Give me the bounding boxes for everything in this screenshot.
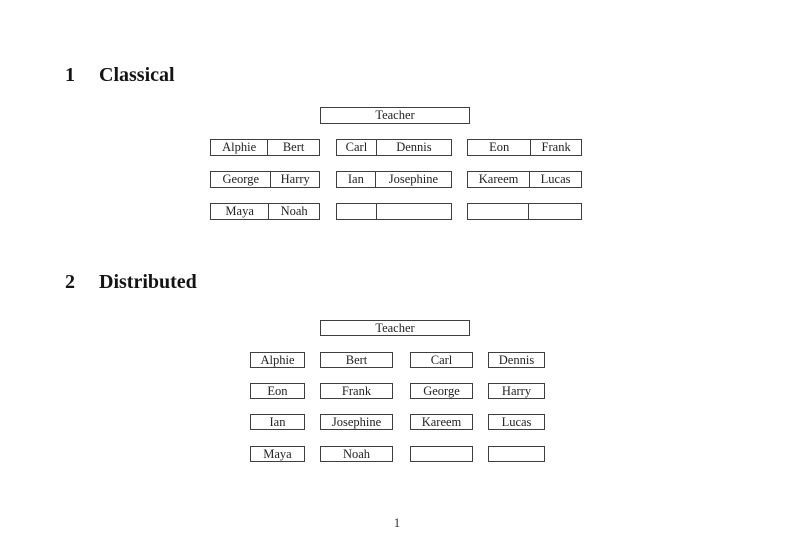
seat-empty [468, 204, 530, 219]
section-heading-classical: 1 Classical [65, 64, 175, 87]
seat-josephine: Josephine [320, 414, 393, 430]
section-number: 2 [65, 271, 75, 293]
seat-george: George [410, 383, 473, 399]
section-number: 1 [65, 64, 75, 86]
section-title: Classical [99, 64, 175, 86]
desk-maya-noah: Maya Noah [210, 203, 320, 220]
seat-alphie: Alphie [211, 140, 269, 155]
seat-empty [410, 446, 473, 462]
section-title: Distributed [99, 271, 197, 293]
desk-eon-frank: Eon Frank [467, 139, 582, 156]
seat-harry: Harry [280, 172, 310, 186]
seat-lucas: Lucas [488, 414, 545, 430]
seat-noah: Noah [320, 446, 393, 462]
teacher-label: Teacher [375, 108, 415, 122]
seat-ian: Ian [250, 414, 305, 430]
seat-bert: Bert [282, 140, 305, 154]
seat-empty [377, 204, 451, 219]
seat-bert: Bert [320, 352, 393, 368]
seat-dennis: Dennis [488, 352, 545, 368]
seat-maya: Maya [211, 204, 270, 219]
seat-carl: Carl [337, 140, 377, 155]
desk-empty-right [467, 203, 582, 220]
seat-eon: Eon [250, 383, 305, 399]
desk-ian-josephine: Ian Josephine [336, 171, 452, 188]
desk-alphie-bert: Alphie Bert [210, 139, 320, 156]
seat-lucas: Lucas [540, 172, 571, 186]
section-heading-distributed: 2 Distributed [65, 271, 197, 294]
seat-kareem: Kareem [410, 414, 473, 430]
teacher-box-distributed: Teacher [320, 320, 470, 336]
seat-josephine: Josephine [388, 172, 439, 186]
seat-frank: Frank [320, 383, 393, 399]
seat-harry: Harry [488, 383, 545, 399]
seat-kareem: Kareem [468, 172, 531, 187]
desk-empty-middle [336, 203, 452, 220]
seat-ian: Ian [337, 172, 376, 187]
desk-george-harry: George Harry [210, 171, 320, 188]
seat-maya: Maya [250, 446, 305, 462]
teacher-label: Teacher [375, 320, 415, 335]
teacher-box-classical: Teacher [320, 107, 470, 124]
seat-empty [529, 204, 581, 219]
seat-empty [337, 204, 377, 219]
seat-dennis: Dennis [396, 140, 432, 154]
desk-kareem-lucas: Kareem Lucas [467, 171, 582, 188]
seat-noah: Noah [280, 204, 308, 218]
page-number: 1 [393, 515, 401, 530]
seat-eon: Eon [468, 140, 532, 155]
desk-carl-dennis: Carl Dennis [336, 139, 452, 156]
seat-george: George [211, 172, 272, 187]
seat-empty [488, 446, 545, 462]
seat-frank: Frank [541, 140, 571, 154]
seat-alphie: Alphie [250, 352, 305, 368]
seat-carl: Carl [410, 352, 473, 368]
